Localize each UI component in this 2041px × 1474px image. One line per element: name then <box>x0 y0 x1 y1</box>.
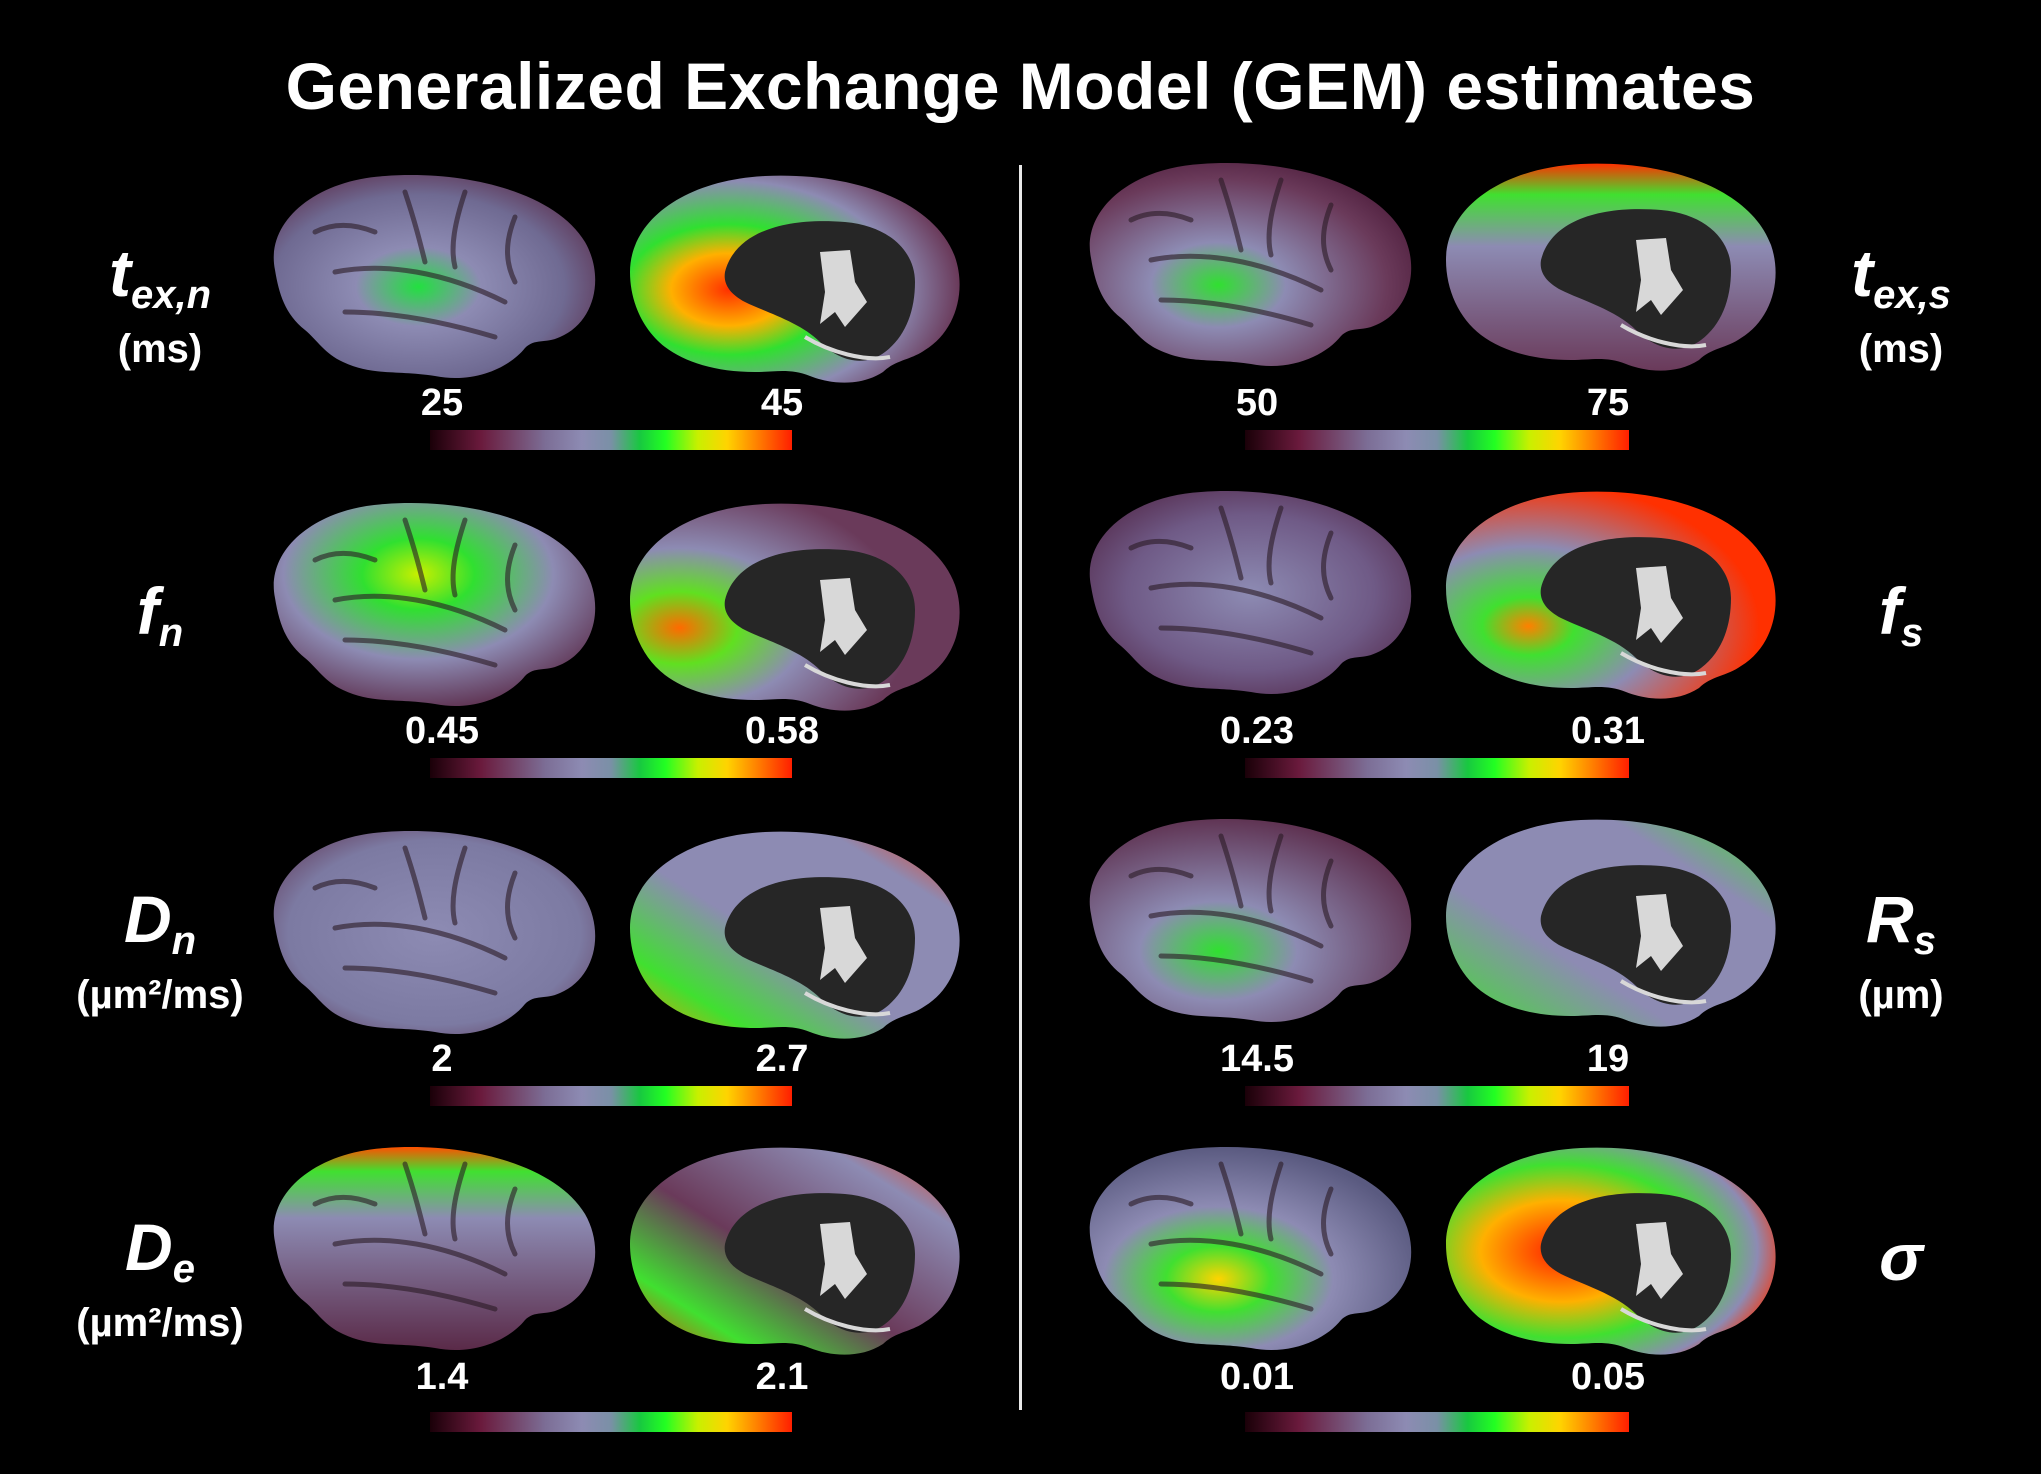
panel-right-1: fs 0.23 0.31 <box>1021 478 2041 798</box>
parameter-label: fs <box>1771 578 2031 665</box>
colorbar <box>430 1086 792 1106</box>
parameter-unit: (µm²/ms) <box>76 1301 244 1345</box>
colorbar <box>1245 430 1629 450</box>
medial-brain-map <box>630 175 960 383</box>
parameter-label: Dn (µm²/ms) <box>30 886 290 1018</box>
center-divider <box>1019 165 1022 1410</box>
panel-right-2: Rs (µm) 14.5 19 <box>1021 806 2041 1126</box>
medial-brain-map <box>630 1147 960 1355</box>
parameter-label: tex,s (ms) <box>1771 240 2031 372</box>
parameter-symbol: Rs <box>1866 882 1936 963</box>
parameter-unit: (µm²/ms) <box>76 973 244 1017</box>
colorbar-max-label: 45 <box>760 382 804 424</box>
colorbar-min-label: 1.4 <box>415 1356 469 1398</box>
colorbar-min-label: 0.01 <box>1220 1356 1294 1398</box>
colorbar-max-label: 75 <box>1586 382 1630 424</box>
parameter-label: fn <box>30 578 290 665</box>
colorbar <box>430 430 792 450</box>
medial-brain-map <box>1446 819 1776 1027</box>
parameter-label: De (µm²/ms) <box>30 1214 290 1346</box>
parameter-symbol: fn <box>136 574 184 655</box>
parameter-symbol: De <box>125 1210 195 1291</box>
panel-right-3: σ 0.01 0.05 <box>1021 1134 2041 1454</box>
colorbar-max-label: 0.58 <box>745 710 819 752</box>
panel-left-3: De (µm²/ms) 1.4 2.1 <box>0 1134 1020 1454</box>
lateral-brain-map <box>273 503 596 707</box>
panel-left-1: fn 0.45 0.58 <box>0 478 1020 798</box>
colorbar-max-label: 0.31 <box>1571 710 1645 752</box>
lateral-brain-map <box>1089 819 1412 1023</box>
colorbar <box>430 1412 792 1432</box>
colorbar-min-label: 0.23 <box>1220 710 1294 752</box>
colorbar-max-label: 0.05 <box>1571 1356 1645 1398</box>
panel-left-2: Dn (µm²/ms) 2 2.7 <box>0 806 1020 1126</box>
parameter-symbol: tex,s <box>1851 236 1951 317</box>
lateral-brain-map <box>273 1147 596 1351</box>
medial-brain-map <box>630 503 960 711</box>
colorbar-min-label: 50 <box>1235 382 1279 424</box>
colorbar <box>1245 758 1629 778</box>
lateral-brain-map <box>273 831 596 1035</box>
parameter-symbol: fs <box>1878 574 1924 655</box>
colorbar-min-label: 2 <box>431 1038 453 1080</box>
parameter-label: σ <box>1771 1224 2031 1311</box>
medial-brain-map <box>1446 491 1776 699</box>
colorbar-min-label: 0.45 <box>405 710 479 752</box>
medial-brain-map <box>1446 163 1776 371</box>
parameter-symbol: tex,n <box>108 236 212 317</box>
parameter-symbol: σ <box>1879 1220 1923 1294</box>
parameter-symbol: Dn <box>123 882 197 963</box>
parameter-label: Rs (µm) <box>1771 886 2031 1018</box>
colorbar <box>1245 1412 1629 1432</box>
colorbar-max-label: 2.1 <box>755 1356 809 1398</box>
colorbar-max-label: 2.7 <box>755 1038 809 1080</box>
parameter-unit: (µm) <box>1858 973 1944 1017</box>
panel-left-0: tex,n (ms) 25 45 <box>0 150 1020 470</box>
colorbar <box>430 758 792 778</box>
lateral-brain-map <box>1089 491 1412 695</box>
colorbar-min-label: 14.5 <box>1220 1038 1294 1080</box>
medial-brain-map <box>630 831 960 1039</box>
lateral-brain-map <box>1089 1147 1412 1351</box>
figure-title: Generalized Exchange Model (GEM) estimat… <box>285 49 1756 123</box>
medial-brain-map <box>1446 1147 1776 1355</box>
parameter-label: tex,n (ms) <box>30 240 290 372</box>
parameter-unit: (ms) <box>117 327 203 371</box>
colorbar <box>1245 1086 1629 1106</box>
colorbar-min-label: 25 <box>420 382 464 424</box>
lateral-brain-map <box>273 175 596 379</box>
lateral-brain-map <box>1089 163 1412 367</box>
panel-right-0: tex,s (ms) 50 75 <box>1021 150 2041 470</box>
parameter-unit: (ms) <box>1858 327 1944 371</box>
colorbar-max-label: 19 <box>1586 1038 1630 1080</box>
